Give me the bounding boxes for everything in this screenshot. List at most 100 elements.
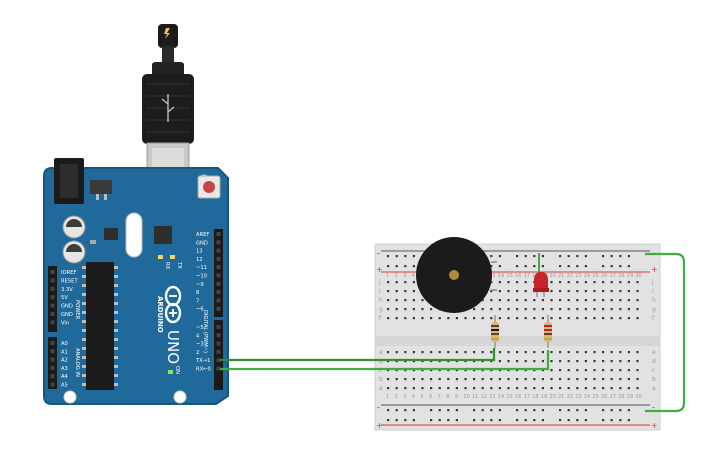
digital-pin-label: ~5 — [196, 325, 204, 331]
column-number: 24 — [584, 273, 590, 279]
digital-pin-label: AREF — [196, 232, 209, 238]
analog-pin-label: A2 — [61, 358, 68, 364]
atmega-chip — [82, 262, 118, 390]
wire-gnd-rail[interactable] — [645, 252, 686, 413]
resistor-2[interactable] — [544, 315, 552, 348]
row-letter: a — [652, 385, 656, 392]
column-number: 14 — [498, 273, 504, 279]
column-number: 30 — [635, 394, 641, 400]
digital-pin-label: ~9 — [196, 282, 204, 288]
digital-pin-label: TX→1 — [195, 358, 210, 364]
power-pin-label: GND — [61, 304, 73, 310]
column-number: 26 — [601, 394, 607, 400]
column-number: 23 — [575, 394, 581, 400]
piezo-buzzer[interactable] — [416, 237, 497, 313]
column-number: 10 — [463, 394, 469, 400]
power-analog-header[interactable] — [48, 266, 57, 389]
column-number: 2 — [395, 394, 398, 400]
digital-pin-label: ~11 — [196, 265, 207, 271]
column-number: 21 — [558, 394, 564, 400]
column-number: 15 — [506, 394, 512, 400]
column-number: 4 — [412, 273, 415, 279]
red-led[interactable] — [533, 253, 549, 297]
row-letter: h — [652, 297, 656, 304]
breadboard[interactable]: - + - + - + - + 112233445566778899101011… — [374, 243, 661, 431]
column-number: 18 — [532, 394, 538, 400]
column-number: 11 — [472, 394, 478, 400]
digital-pin-label: RX←0 — [196, 367, 211, 373]
column-number: 27 — [610, 273, 616, 279]
column-number: 29 — [627, 394, 633, 400]
rail-plus-label-bottom: + — [376, 421, 383, 430]
row-letter: a — [379, 385, 383, 392]
column-number: 6 — [429, 394, 432, 400]
column-number: 13 — [489, 273, 495, 279]
analog-pin-label: A0 — [61, 341, 68, 347]
row-letter: j — [378, 279, 381, 286]
column-number: 20 — [549, 273, 555, 279]
row-letter: d — [379, 358, 383, 365]
power-pin-label: GND — [61, 312, 73, 318]
digital-pin-label: GND — [196, 240, 208, 246]
arduino-model: UNO — [164, 330, 182, 364]
column-number: 21 — [558, 273, 564, 279]
column-number: 28 — [618, 273, 624, 279]
reset-button[interactable] — [197, 175, 221, 199]
analog-header-label: ANALOG IN — [74, 348, 80, 377]
column-number: 29 — [627, 273, 633, 279]
power-header-label: POWER — [74, 300, 80, 320]
on-label: ON — [174, 366, 180, 374]
digital-pin-label: ~3 — [196, 342, 204, 348]
usb-icon — [161, 94, 175, 122]
digital-pin-label: 4 — [196, 333, 200, 339]
row-letter: b — [652, 376, 656, 383]
digital-pin-label: 8 — [196, 290, 199, 296]
row-letter: c — [652, 367, 655, 374]
rail-minus-label-bottom: - — [377, 403, 380, 412]
column-number: 27 — [610, 394, 616, 400]
arduino-board[interactable]: TX RX ARDUINO UNO ON DIGITAL (PWM~) POWE… — [43, 158, 229, 405]
row-letter: i — [379, 288, 381, 295]
power-pin-label: 3.3V — [61, 287, 73, 293]
rail-plus-label: + — [376, 265, 383, 274]
row-letter: e — [652, 349, 656, 356]
arduino-brand: ARDUINO — [156, 296, 164, 333]
rail-minus-label-bottom-right: - — [652, 403, 655, 412]
row-letter: f — [379, 315, 382, 322]
column-number: 26 — [601, 273, 607, 279]
column-number: 1 — [386, 273, 389, 279]
usb-cable[interactable] — [142, 24, 194, 192]
digital-header[interactable] — [214, 229, 223, 390]
digital-pin-label: 2 — [196, 350, 199, 356]
row-letter: b — [379, 376, 383, 383]
wire-pin3[interactable] — [220, 348, 496, 362]
column-number: 1 — [386, 394, 389, 400]
column-number: 9 — [455, 394, 458, 400]
digital-pin-label: ~6 — [196, 307, 204, 313]
row-letter: i — [652, 288, 654, 295]
resistor-1[interactable] — [491, 315, 499, 348]
column-number: 15 — [506, 273, 512, 279]
column-number: 25 — [592, 394, 598, 400]
digital-pin-label: ~10 — [196, 274, 207, 280]
analog-pin-label: A3 — [61, 366, 68, 372]
column-number: 7 — [438, 394, 441, 400]
row-letter: j — [651, 279, 654, 286]
column-number: 30 — [635, 273, 641, 279]
rail-plus-label-right: + — [651, 265, 658, 274]
power-pin-label: IOREF — [61, 270, 76, 276]
arduino-logo — [164, 285, 182, 324]
wire-pin2[interactable] — [220, 350, 550, 371]
digital-pin-label: 13 — [196, 249, 203, 255]
crystal — [125, 212, 143, 258]
column-number: 3 — [403, 394, 406, 400]
rail-minus-label: - — [377, 249, 380, 258]
digital-pin-label: 7 — [196, 298, 199, 304]
column-number: 23 — [575, 273, 581, 279]
column-number: 16 — [515, 273, 521, 279]
row-letter: f — [652, 315, 655, 322]
column-number: 22 — [567, 273, 573, 279]
column-number: 25 — [592, 273, 598, 279]
row-letter: e — [379, 349, 383, 356]
